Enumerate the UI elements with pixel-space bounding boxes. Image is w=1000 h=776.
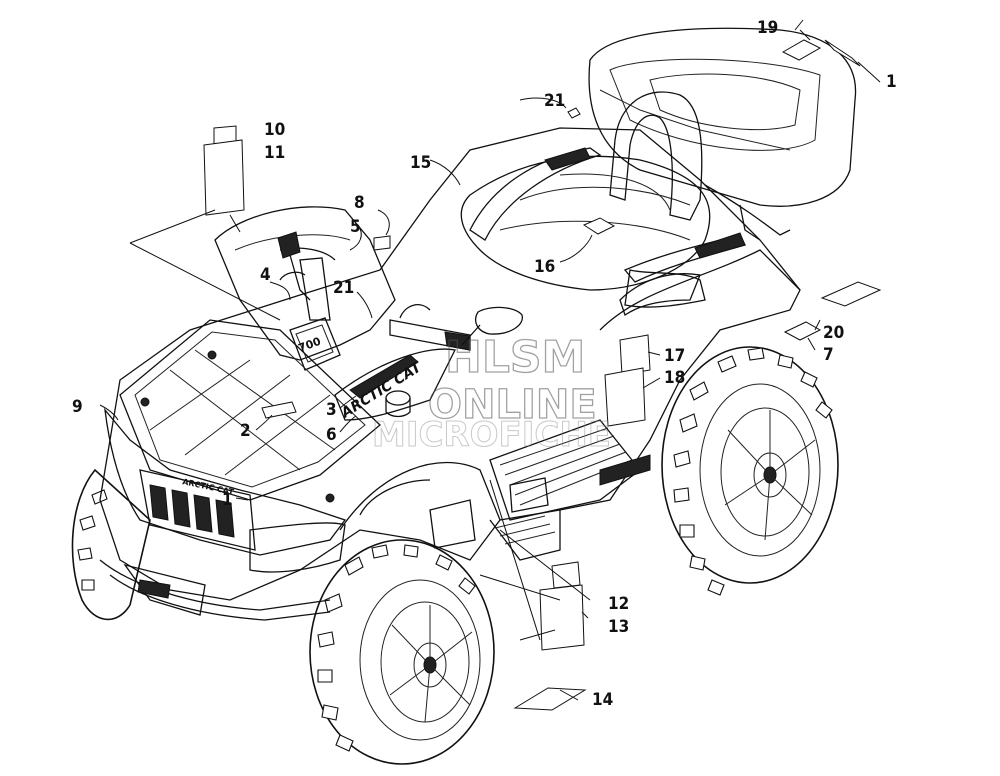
callout-13: 13 [608, 617, 629, 637]
callout-18: 18 [664, 368, 685, 388]
callout-21-seat: 21 [544, 91, 565, 111]
callout-12: 12 [608, 594, 629, 614]
leader-lines [99, 29, 881, 701]
callout-1-front: 1 [222, 490, 233, 510]
callout-17: 17 [664, 346, 685, 366]
callout-numbers: 19 1 21 10 11 15 8 5 16 4 21 20 7 17 18 … [72, 18, 897, 710]
speedometer-gauge: 700 [289, 317, 341, 371]
callout-20: 20 [823, 323, 844, 343]
callout-21-front: 21 [333, 278, 354, 298]
callout-15: 15 [410, 153, 431, 173]
watermark: HLSM ONLINE MICROFICHE [372, 331, 612, 455]
callout-10: 10 [264, 120, 285, 140]
callout-6: 6 [326, 425, 337, 445]
atv-body [99, 127, 801, 601]
watermark-line-3: MICROFICHE [372, 415, 611, 455]
callout-16: 16 [534, 257, 555, 277]
callout-19: 19 [757, 18, 778, 38]
front-right-wheel [309, 539, 495, 765]
callout-7: 7 [823, 345, 834, 365]
seat-assembly [460, 27, 857, 308]
callout-5: 5 [350, 217, 361, 237]
watermark-line-1: HLSM [445, 332, 585, 383]
decal-parts [203, 19, 882, 711]
callout-2: 2 [240, 421, 251, 441]
watermark-line-2: ONLINE [428, 382, 597, 428]
front-rack: ARCTIC CAT [99, 319, 381, 621]
callout-8: 8 [354, 193, 365, 213]
callout-14: 14 [592, 690, 613, 710]
callout-4: 4 [260, 265, 271, 285]
callout-3: 3 [326, 400, 337, 420]
rear-right-wheel [661, 346, 839, 596]
callout-1-top: 1 [886, 72, 897, 92]
callout-11: 11 [264, 143, 285, 163]
gauge-text: 700 [297, 335, 323, 355]
front-left-wheel [71, 468, 151, 621]
callout-9: 9 [72, 397, 83, 417]
front-grille [139, 469, 256, 551]
